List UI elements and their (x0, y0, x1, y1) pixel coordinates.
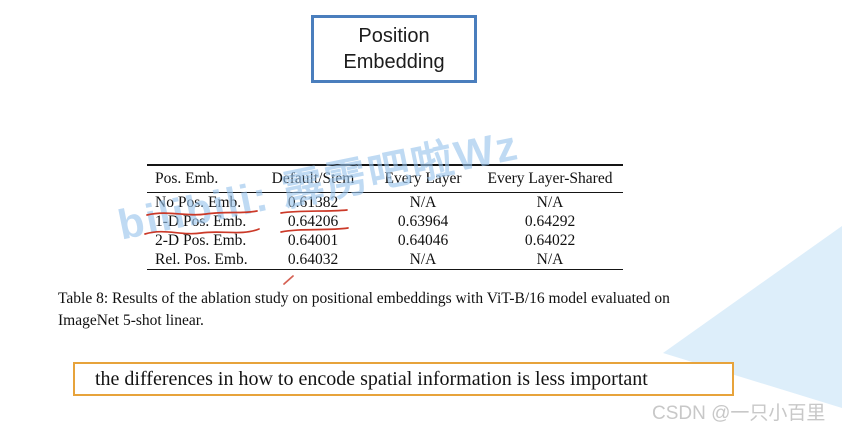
value-cell: 0.64292 (524, 212, 576, 230)
value-cell: 0.64001 (287, 231, 339, 249)
row-label-cell: 1-D Pos. Emb. (155, 212, 247, 230)
position-embedding-box: Position Embedding (311, 15, 477, 83)
csdn-watermark: CSDN @一只小百里 (652, 403, 826, 424)
value-cell: 0.64032 (287, 250, 339, 268)
table-row: 1-D Pos. Emb. 0.64206 0.63964 0.64292 (147, 212, 623, 231)
value-cell: 0.64046 (397, 231, 449, 249)
value-cell: 0.61382 (287, 193, 339, 211)
table-caption: Table 8: Results of the ablation study o… (58, 290, 670, 329)
value-cell: 0.64206 (287, 212, 339, 230)
column-header: Pos. Emb. (147, 165, 257, 193)
value-cell: N/A (409, 193, 437, 211)
value-cell: 0.64022 (524, 231, 576, 249)
conclusion-text: the differences in how to encode spatial… (95, 367, 648, 390)
value-cell: N/A (536, 193, 564, 211)
value-cell: N/A (536, 250, 564, 268)
row-label-cell: Rel. Pos. Emb. (155, 250, 248, 268)
column-header: Every Layer (369, 165, 477, 193)
row-label-cell: No Pos. Emb. (155, 193, 242, 211)
table-row: No Pos. Emb. 0.61382 N/A N/A (147, 193, 623, 213)
column-header: Default/Stem (257, 165, 369, 193)
table-row: 2-D Pos. Emb. 0.64001 0.64046 0.64022 (147, 231, 623, 250)
row-label-cell: 2-D Pos. Emb. (155, 231, 247, 249)
position-embedding-label: Position Embedding (343, 25, 445, 73)
value-cell: 0.63964 (397, 212, 449, 230)
value-cell: N/A (409, 250, 437, 268)
column-header: Every Layer-Shared (477, 165, 623, 193)
conclusion-highlight-box: the differences in how to encode spatial… (73, 362, 734, 396)
table-row: Rel. Pos. Emb. 0.64032 N/A N/A (147, 250, 623, 270)
